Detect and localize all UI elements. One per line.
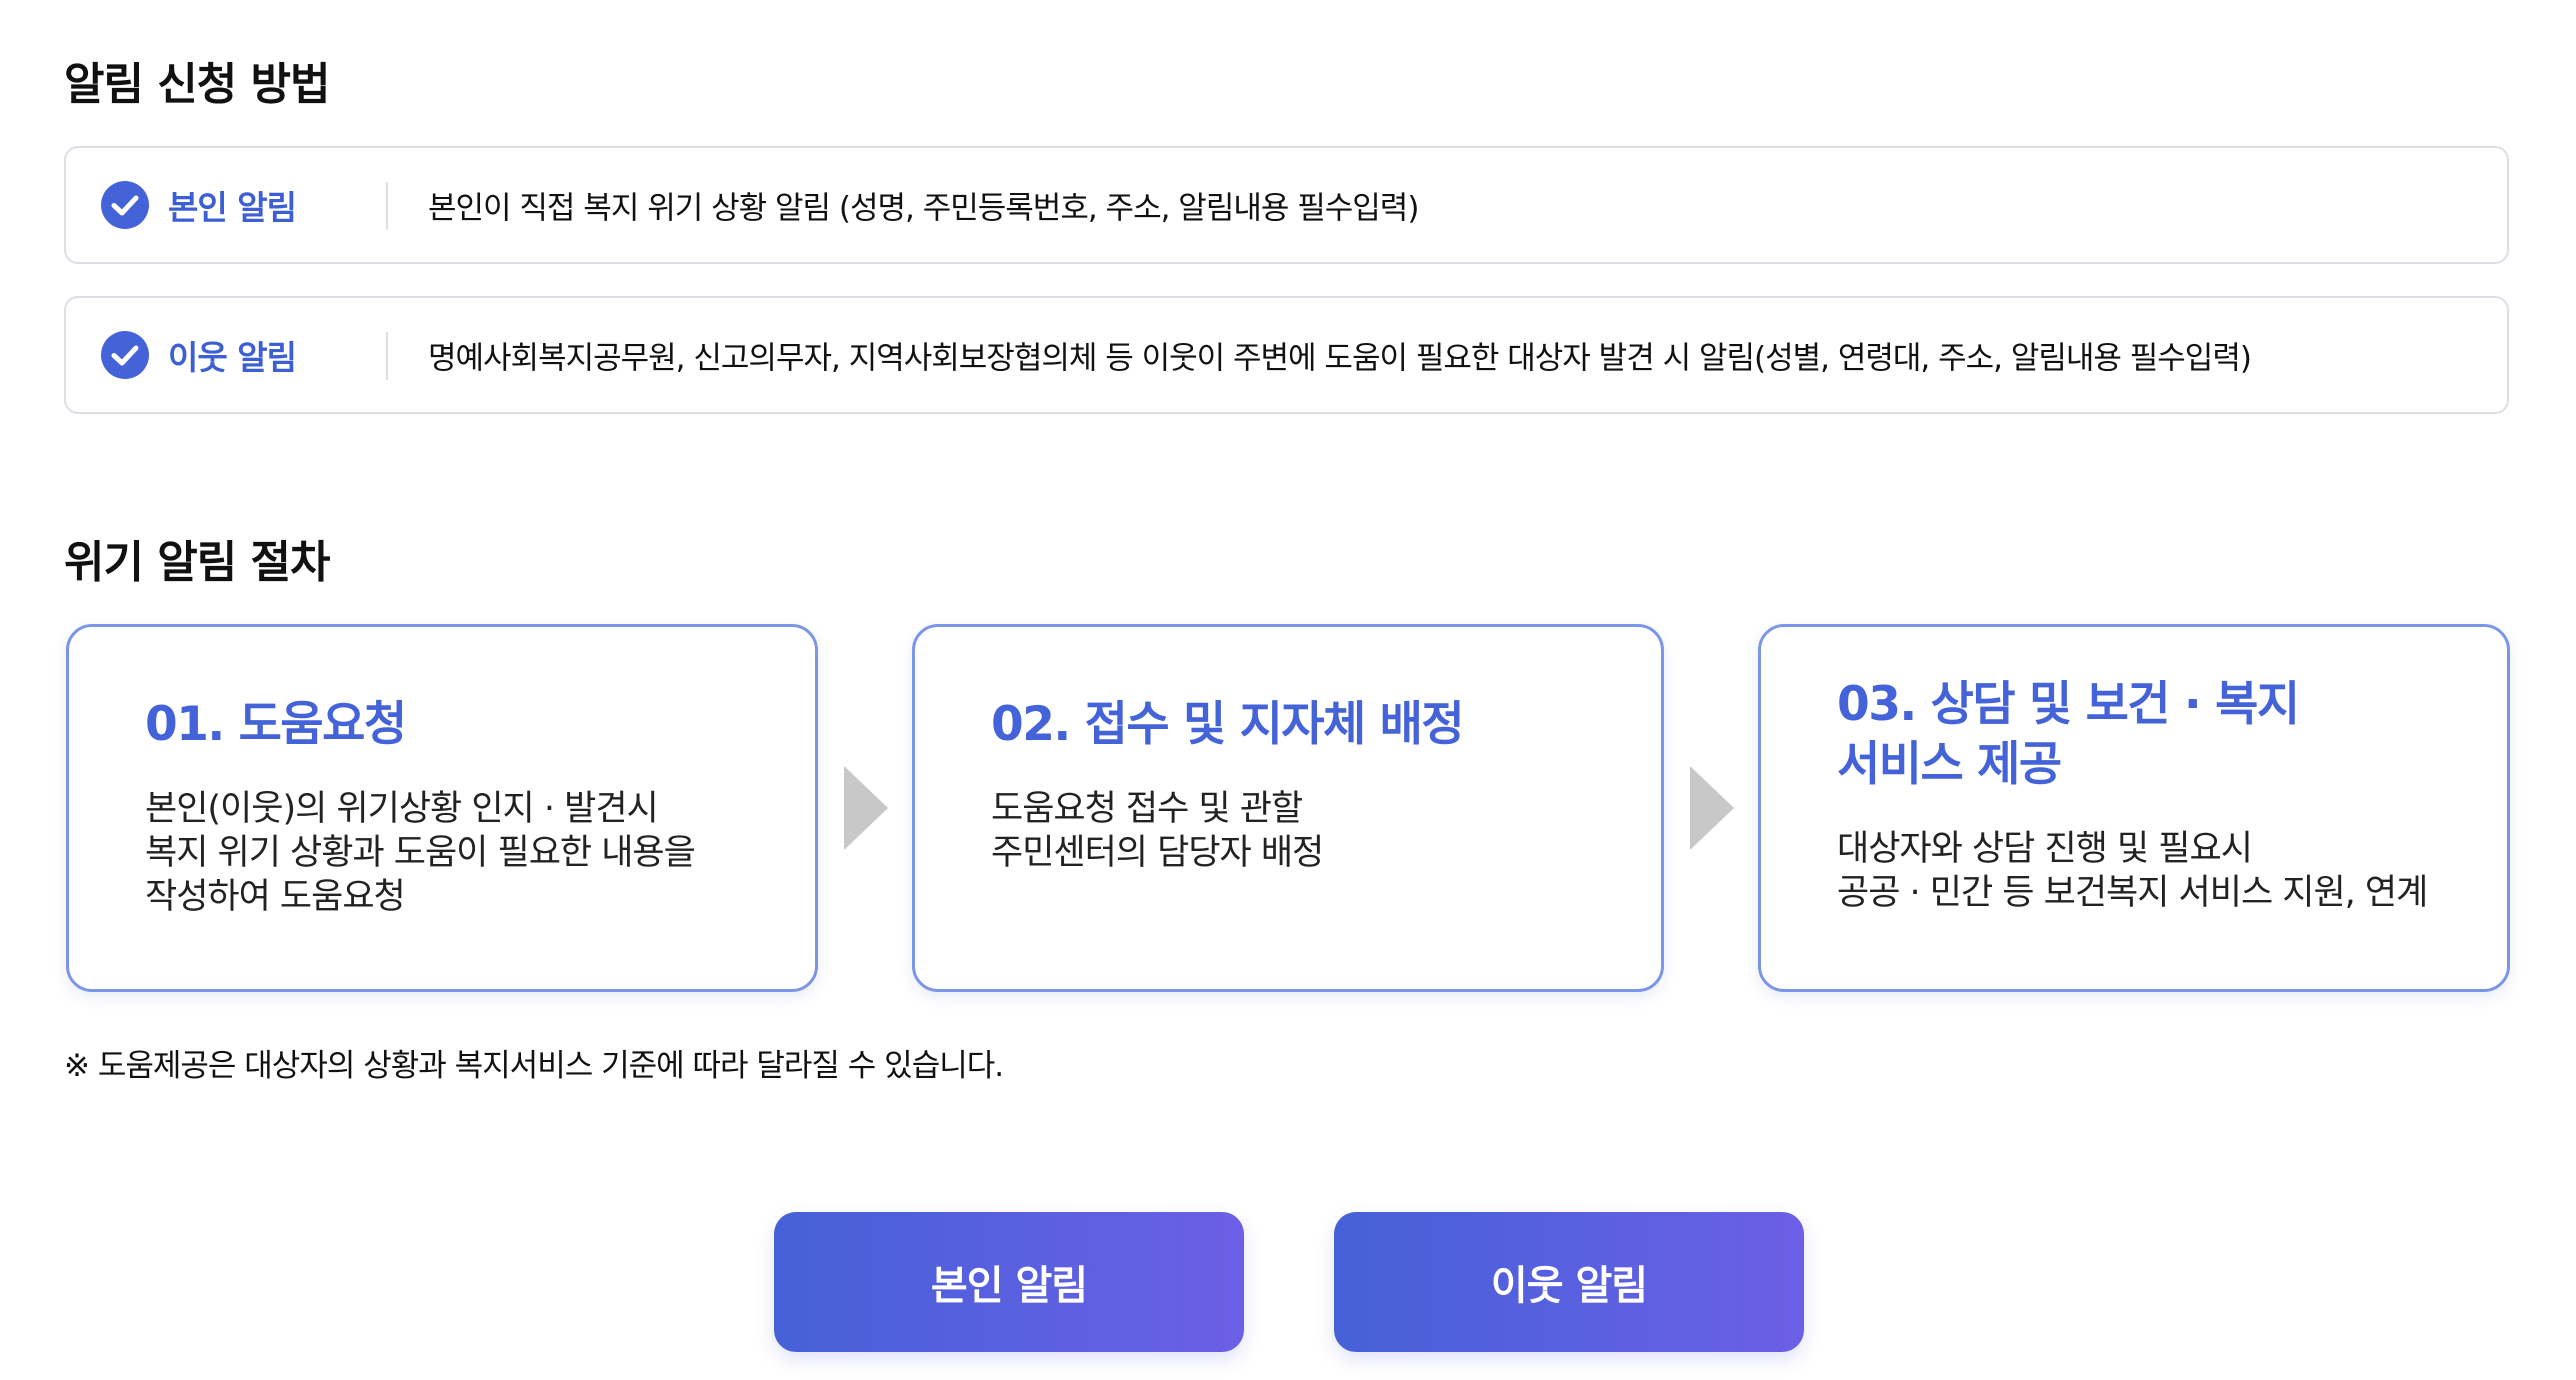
neighbor-alert-button[interactable]: 이웃 알림: [1334, 1212, 1804, 1352]
section-title-procedure: 위기 알림 절차: [64, 537, 331, 588]
method-label-self: 본인 알림: [168, 188, 297, 227]
step-description: 본인(이웃)의 위기상황 인지 · 발견시 복지 위기 상황과 도움이 필요한 …: [145, 787, 696, 919]
check-circle-icon: [101, 181, 149, 229]
step-card-assignment: 02. 접수 및 지자체 배정 도움요청 접수 및 관할 주민센터의 담당자 배…: [912, 624, 1664, 992]
divider: [386, 332, 388, 380]
method-row-self: 본인 알림 본인이 직접 복지 위기 상황 알림 (성명, 주민등록번호, 주소…: [64, 146, 2509, 264]
method-description-self: 본인이 직접 복지 위기 상황 알림 (성명, 주민등록번호, 주소, 알림내용…: [428, 190, 1419, 227]
step-description-line: 대상자와 상담 진행 및 필요시: [1837, 829, 2253, 869]
arrow-right-icon: [844, 766, 888, 850]
arrow-right-icon: [1690, 766, 1734, 850]
step-description-line: 공공 · 민간 등 보건복지 서비스 지원, 연계: [1837, 873, 2428, 913]
step-description: 도움요청 접수 및 관할 주민센터의 담당자 배정: [991, 787, 1324, 875]
self-alert-button[interactable]: 본인 알림: [774, 1212, 1244, 1352]
step-title: 01. 도움요청: [145, 695, 407, 755]
step-title-line: 03. 상담 및 보건 · 복지: [1837, 677, 2300, 732]
step-card-service: 03. 상담 및 보건 · 복지 서비스 제공 대상자와 상담 진행 및 필요시…: [1758, 624, 2510, 992]
check-circle-icon: [101, 331, 149, 379]
step-title-line: 02. 접수 및 지자체 배정: [991, 697, 1465, 752]
step-title-line: 01. 도움요청: [145, 697, 407, 752]
step-title-line: 서비스 제공: [1837, 737, 2062, 792]
method-label-neighbor: 이웃 알림: [168, 338, 297, 377]
method-description-neighbor: 명예사회복지공무원, 신고의무자, 지역사회보장협의체 등 이웃이 주변에 도움…: [428, 340, 2252, 377]
step-title: 03. 상담 및 보건 · 복지 서비스 제공: [1837, 675, 2397, 795]
step-description-line: 도움요청 접수 및 관할: [991, 789, 1303, 829]
procedure-note: ※ 도움제공은 대상자의 상황과 복지서비스 기준에 따라 달라질 수 있습니다…: [64, 1048, 1004, 1084]
step-card-request: 01. 도움요청 본인(이웃)의 위기상황 인지 · 발견시 복지 위기 상황과…: [66, 624, 818, 992]
step-description: 대상자와 상담 진행 및 필요시 공공 · 민간 등 보건복지 서비스 지원, …: [1837, 827, 2428, 915]
step-description-line: 본인(이웃)의 위기상황 인지 · 발견시: [145, 789, 659, 829]
step-description-line: 주민센터의 담당자 배정: [991, 833, 1324, 873]
method-row-neighbor: 이웃 알림 명예사회복지공무원, 신고의무자, 지역사회보장협의체 등 이웃이 …: [64, 296, 2509, 414]
section-title-method: 알림 신청 방법: [64, 59, 331, 110]
step-description-line: 복지 위기 상황과 도움이 필요한 내용을: [145, 833, 696, 873]
step-title: 02. 접수 및 지자체 배정: [991, 695, 1465, 755]
step-description-line: 작성하여 도움요청: [145, 877, 406, 917]
divider: [386, 182, 388, 230]
